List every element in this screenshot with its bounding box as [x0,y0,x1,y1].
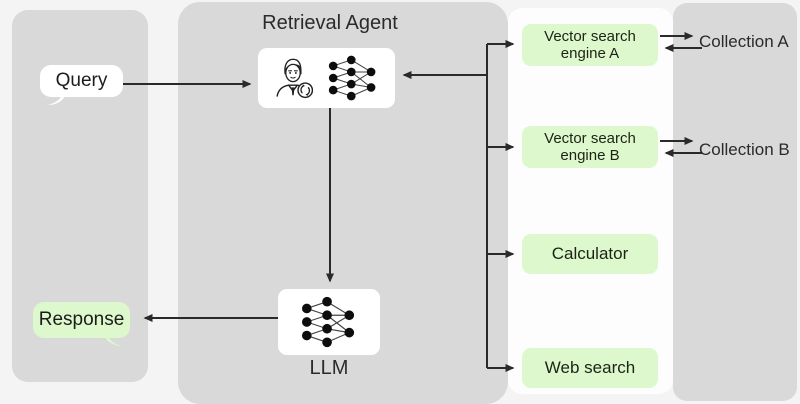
retrieval-agent-node [258,48,395,108]
agent-person-sync-icon [276,58,314,99]
response-label: Response [38,309,125,330]
query-label: Query [55,70,108,91]
tool-web-search: Web search [522,348,658,388]
tools-panel [508,8,673,394]
tool-vector-search-b: Vector search engine B [522,126,658,168]
tool-label: Vector search [544,27,636,45]
tool-calculator: Calculator [522,234,658,274]
page-title: Retrieval Agent [262,12,398,34]
collection-a-label: Collection A [699,32,789,51]
collection-b-label: Collection B [699,140,790,159]
llm-label: LLM [309,357,349,379]
neural-network-icon [328,55,376,101]
tool-label: engine B [560,147,620,164]
speech-tail-icon [48,94,66,105]
collections-panel [673,3,797,401]
response-bubble: Response [33,302,130,346]
query-bubble: Query [40,65,123,105]
tool-label: Web search [544,357,636,377]
tool-label: Vector search [544,129,636,147]
llm-node [278,289,380,355]
tool-label: engine A [560,45,620,62]
tool-label: Calculator [551,243,629,263]
neural-network-icon [301,296,355,348]
tool-vector-search-a: Vector search engine A [522,24,658,66]
speech-tail-icon [104,335,122,346]
